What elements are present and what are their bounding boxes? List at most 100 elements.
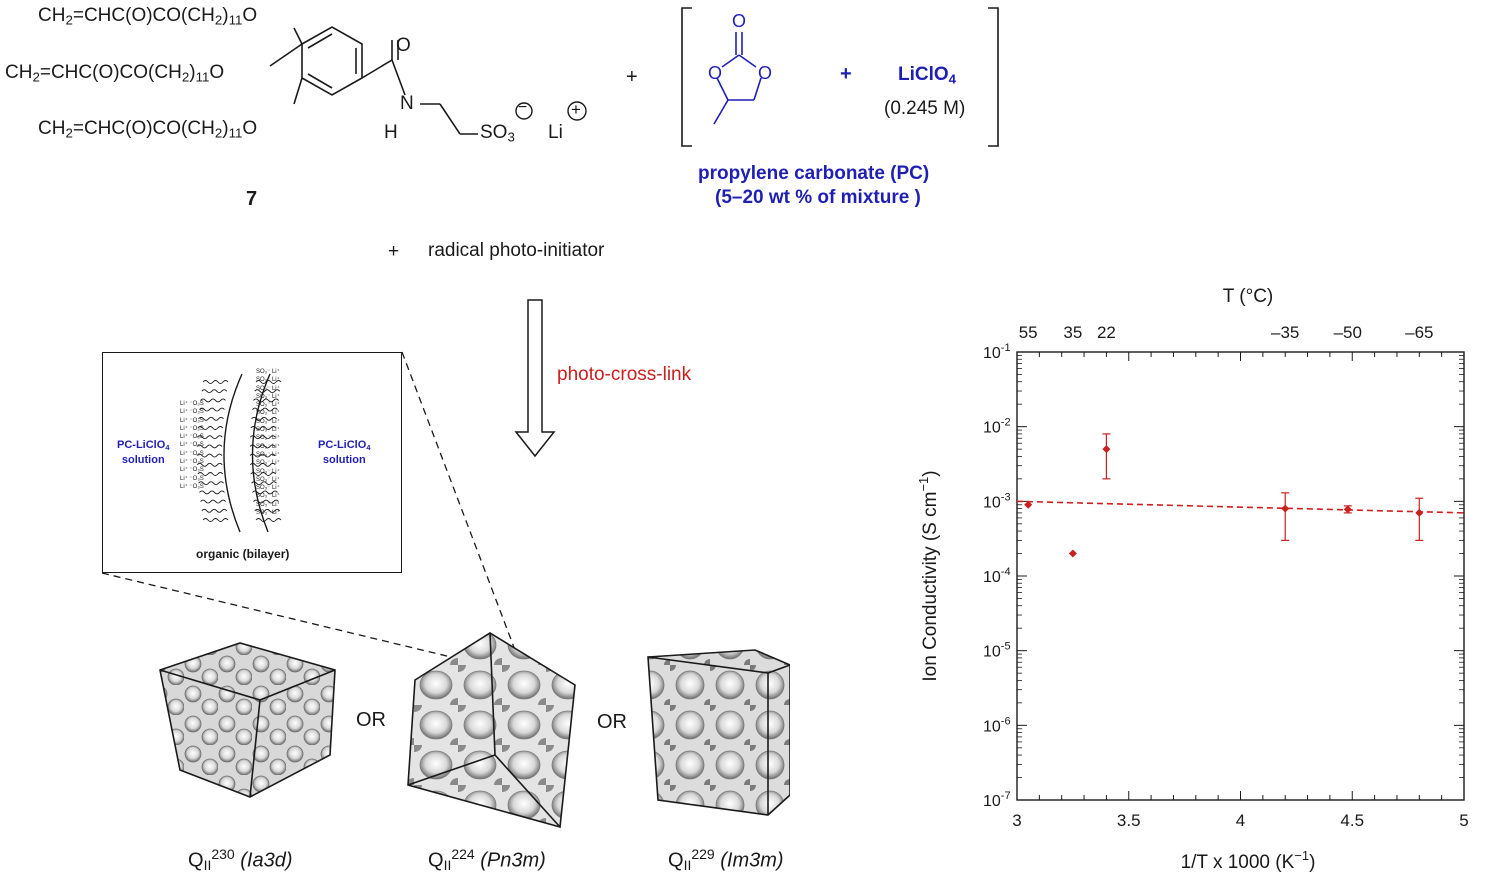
lipid-tail xyxy=(198,481,224,486)
lipid-tail xyxy=(198,416,224,421)
lipid-tail xyxy=(196,435,223,440)
y-tick-label: 10-2 xyxy=(983,417,1011,437)
lipid-tail xyxy=(202,518,229,522)
bilayer-headgroups-right: SO₃⁻ Li⁺SO₃⁻ Li⁺SO₃⁻ Li⁺ SO₃⁻ Li⁺SO₃⁻ Li… xyxy=(256,369,280,517)
lipid-tail xyxy=(254,508,281,513)
lipid-tail xyxy=(251,416,277,421)
carbonyl-oxygen: O xyxy=(396,35,411,56)
phase-label-im3m: QII229 (Im3m) xyxy=(668,846,784,874)
cube-im3m xyxy=(647,649,790,816)
lipid-tail xyxy=(251,481,277,486)
y-tick-label: 10-3 xyxy=(983,491,1011,511)
or-label-2: OR xyxy=(597,711,627,733)
amide-nitrogen: N xyxy=(400,93,414,114)
top-tick-label: 35 xyxy=(1063,323,1082,342)
x-tick-label: 3 xyxy=(1012,811,1021,830)
lithium-perchlorate: LiClO4 xyxy=(898,64,957,87)
y-tick-label: 10-1 xyxy=(983,342,1011,362)
lipid-tail xyxy=(255,518,282,522)
lipid-tail xyxy=(202,380,229,384)
initiator-label: radical photo-initiator xyxy=(428,240,605,261)
arrow-label: photo-cross-link xyxy=(557,364,692,385)
lipid-tail xyxy=(250,472,277,476)
lipid-tail xyxy=(197,426,224,430)
lipid-tail xyxy=(200,499,226,504)
lipid-tail xyxy=(249,435,276,440)
data-point xyxy=(1102,445,1111,454)
lipid-tail xyxy=(254,389,281,394)
cube-ia3d xyxy=(159,642,336,798)
pc-plus-sign: + xyxy=(840,63,852,85)
x-tick-label: 5 xyxy=(1459,811,1468,830)
lipid-tail xyxy=(252,490,278,495)
lipid-tail xyxy=(249,453,276,458)
pc-bracket-structure xyxy=(681,7,999,147)
data-point xyxy=(1343,505,1352,514)
amide-hydrogen: H xyxy=(384,122,398,143)
y-tick-label: 10-6 xyxy=(983,715,1011,735)
plot-frame xyxy=(1016,351,1465,801)
lithium-perchlorate-concentration: (0.245 M) xyxy=(884,98,966,119)
pc-label-line1: propylene carbonate (PC) xyxy=(698,163,930,184)
lipid-tail xyxy=(196,462,223,467)
lipid-tail xyxy=(196,444,223,449)
y-tick-label: 10-5 xyxy=(983,641,1011,661)
fit-line xyxy=(1016,500,1465,514)
bilayer-caption: organic (bilayer) xyxy=(196,547,290,561)
top-tick-label: 22 xyxy=(1097,323,1116,342)
monomer-structure xyxy=(269,26,587,135)
conductivity-chart: T (°C) 55 35 22 –35 –50 –65 3 3.5 4 4.5 5 10-1 10-… xyxy=(916,286,1469,873)
lipid-tail xyxy=(199,490,225,495)
lipid-tail xyxy=(196,453,223,458)
y-tick-label: 10-4 xyxy=(983,566,1011,586)
initiator-plus: + xyxy=(388,241,400,262)
bilayer-drawing xyxy=(196,373,282,533)
monomer-chain-bottom: CH2=CHC(O)CO(CH2)11O xyxy=(38,118,258,141)
x-axis-title: 1/T x 1000 (K−1) xyxy=(1181,848,1316,873)
top-axis-title: T (°C) xyxy=(1223,286,1274,307)
data-point xyxy=(1068,549,1077,558)
x-tick-label: 4.5 xyxy=(1340,811,1364,830)
compound-label: 7 xyxy=(246,188,258,210)
data-point xyxy=(1415,508,1424,517)
pc-ring-oxygen-top: O xyxy=(732,11,747,31)
lipid-tail xyxy=(200,398,226,403)
top-tick-label: –50 xyxy=(1334,323,1362,342)
y-tick-label: 10-7 xyxy=(983,790,1011,810)
x-tick-label: 3.5 xyxy=(1117,811,1141,830)
data-point xyxy=(1281,504,1290,513)
lipid-tail xyxy=(249,444,276,449)
lipid-tail xyxy=(197,472,224,476)
top-tick-label: –35 xyxy=(1271,323,1299,342)
phase-label-ia3d: QII230 (Ia3d) xyxy=(188,846,293,874)
pc-ring-oxygen-left: O xyxy=(708,63,723,83)
pc-ring-oxygen-right: O xyxy=(758,63,773,83)
pc-label-line2: (5–20 wt % of mixture ) xyxy=(715,187,921,208)
lipid-tail xyxy=(253,499,279,504)
x-tick-label: 4 xyxy=(1236,811,1245,830)
cube-pn3m xyxy=(407,632,576,829)
data-point xyxy=(1024,500,1033,509)
lipid-tail xyxy=(249,462,276,467)
lipid-tail xyxy=(253,398,279,403)
lipid-tail xyxy=(201,508,228,513)
lipid-tail xyxy=(199,407,225,412)
lipid-tail xyxy=(250,426,277,430)
monomer-chain-top: CH2=CHC(O)CO(CH2)11O xyxy=(38,5,258,28)
lipid-tail xyxy=(255,380,282,384)
top-tick-label: 55 xyxy=(1019,323,1038,342)
plus-sign: + xyxy=(626,66,638,88)
phase-label-pn3m: QII224 (Pn3m) xyxy=(428,846,546,874)
lipid-tail xyxy=(201,389,228,394)
lithium-charge: + xyxy=(571,100,581,119)
reaction-arrow xyxy=(514,299,556,458)
y-axis-title: Ion Conductivity (S cm−1) xyxy=(916,470,941,681)
sulfonate-group: SO3 xyxy=(480,122,515,145)
lipid-tail xyxy=(252,407,278,412)
cubic-phase-cubes xyxy=(159,632,790,829)
monomer-chain-middle: CH2=CHC(O)CO(CH2)11O xyxy=(5,62,225,85)
top-tick-label: –65 xyxy=(1405,323,1433,342)
